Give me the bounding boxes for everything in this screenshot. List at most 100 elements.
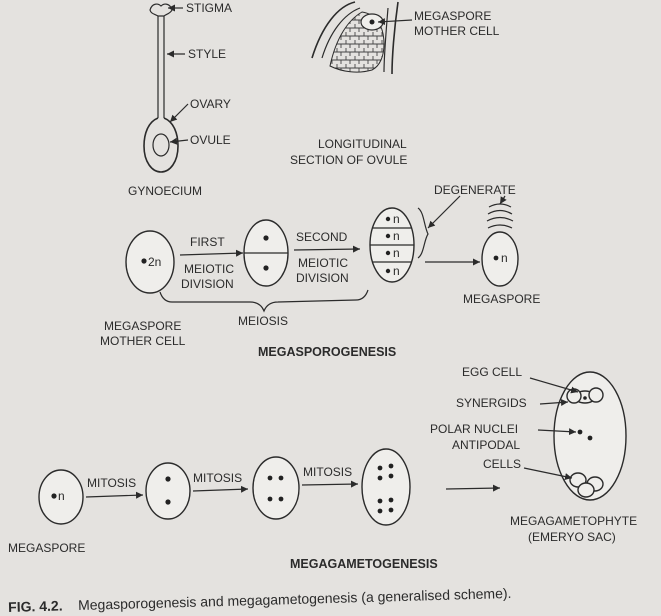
second-division-arrow — [294, 249, 360, 250]
functional-megaspore-label: MEGASPORE — [463, 292, 540, 306]
ovule-section-title-line1: LONGITUDINAL — [318, 137, 407, 151]
tetrad-nucleus-2 — [386, 234, 390, 238]
gynoecium-figure: STIGMA STYLE OVARY OVULE GYNOECIUM — [128, 1, 232, 198]
style-label: STYLE — [188, 47, 226, 61]
tetrad-n-2: n — [393, 229, 400, 243]
nucellus-right — [384, 8, 388, 72]
four-nucleate-dot-3 — [268, 497, 273, 502]
eight-nucleate-dot-8 — [389, 508, 394, 513]
tetrad-n-3: n — [393, 246, 400, 260]
functional-megaspore-nucleus — [494, 256, 499, 261]
second-label-line2: MEIOTIC — [298, 256, 348, 270]
ovary-label: OVARY — [190, 97, 231, 111]
megasporogenesis-heading: MEGASPOROGENESIS — [258, 345, 396, 359]
mmc-label-line1: MEGASPORE — [414, 9, 491, 23]
megagametophyte-label: MEGAGAMETOPHYTE — [510, 514, 637, 528]
first-label-line3: DIVISION — [181, 277, 234, 291]
caption-label: FIG. 4.2. — [8, 597, 63, 615]
ovule-section-title-line2: SECTION OF OVULE — [290, 153, 407, 167]
gameto-megaspore-nucleus — [51, 493, 56, 498]
tetrad-nucleus-4 — [386, 269, 390, 273]
gameto-megaspore-n: n — [58, 489, 65, 503]
eight-nucleate-dot-1 — [378, 466, 383, 471]
antipodal-label-line1: ANTIPODAL — [452, 438, 520, 452]
second-label-line1: SECOND — [296, 230, 348, 244]
outer-integument-right — [392, 2, 398, 74]
mmc-nucleus — [370, 20, 375, 25]
megagametogenesis-heading: MEGAGAMETOGENESIS — [290, 557, 438, 571]
degenerate-bracket — [418, 208, 428, 258]
figure-caption: FIG. 4.2. Megasporogenesis and megagamet… — [8, 585, 512, 615]
sporo-mmc-label-line2: MOTHER CELL — [100, 334, 186, 348]
mitosis-arrow-3 — [302, 484, 358, 485]
meiosis-brace — [160, 290, 368, 311]
functional-megaspore-n: n — [501, 251, 508, 265]
dyad-nucleus-top — [263, 235, 268, 240]
degenerate-label: DEGENERATE — [434, 183, 516, 197]
ovary-shape — [144, 118, 178, 172]
stigma-shape — [150, 4, 172, 16]
caption-text: Megasporogenesis and megagametogenesis (… — [78, 585, 512, 613]
four-nucleate-dot-4 — [279, 497, 284, 502]
tetrad-n-4: n — [393, 264, 400, 278]
synergid-2 — [589, 388, 603, 402]
first-label-line1: FIRST — [190, 235, 225, 249]
gynoecium-title: GYNOECIUM — [128, 184, 202, 198]
ovule-pointer — [170, 140, 188, 142]
stigma-label: STIGMA — [186, 1, 232, 15]
synergids-label: SYNERGIDS — [456, 396, 527, 410]
tetrad-n-1: n — [393, 212, 400, 226]
egg-cell-label: EGG CELL — [462, 365, 522, 379]
two-nucleate-cell — [146, 463, 190, 519]
eight-nucleate-dot-6 — [389, 498, 394, 503]
eight-nucleate-dot-4 — [389, 474, 394, 479]
polar-nucleus-2 — [588, 436, 593, 441]
antipodal-cell-3 — [578, 483, 594, 497]
dyad-nucleus-bottom — [263, 265, 268, 270]
ploidy-2n-label: 2n — [148, 255, 161, 269]
antipodal-label-line2: CELLS — [483, 457, 521, 471]
functional-megaspore — [482, 232, 518, 286]
four-nucleate-cell — [253, 457, 299, 519]
megagametogenesis-figure: n MEGASPORE MITOSIS MITOSIS MITOSIS — [8, 365, 637, 571]
meiosis-label: MEIOSIS — [238, 314, 288, 328]
second-label-line3: DIVISION — [296, 271, 349, 285]
megasporogenesis-figure: 2n FIRST MEIOTIC DIVISION SECOND MEIOTIC… — [100, 183, 540, 359]
mitosis-arrow-1 — [86, 495, 143, 497]
first-label-line2: MEIOTIC — [184, 262, 234, 276]
tetrad-nucleus-3 — [386, 251, 390, 255]
embryo-sac-label: (EMERYO SAC) — [528, 530, 616, 544]
ovule-section-figure: MEGASPORE MOTHER CELL LONGITUDINAL SECTI… — [290, 2, 500, 167]
eight-nucleate-dot-7 — [378, 509, 383, 514]
gameto-megaspore-label: MEGASPORE — [8, 541, 85, 555]
ovule-shape — [153, 134, 169, 156]
degenerate-pointer — [428, 196, 460, 228]
eight-nucleate-dot-3 — [378, 476, 383, 481]
four-nucleate-dot-1 — [268, 476, 273, 481]
two-nucleate-dot-1 — [165, 476, 170, 481]
sporo-mmc-label-line1: MEGASPORE — [104, 319, 181, 333]
two-nucleate-dot-2 — [165, 499, 170, 504]
to-embryo-sac-arrow — [446, 488, 500, 489]
eight-nucleate-dot-5 — [378, 499, 383, 504]
eight-nucleate-cell — [362, 449, 410, 525]
first-division-arrow — [180, 253, 243, 255]
eight-nucleate-dot-2 — [389, 464, 394, 469]
egg-nucleus — [583, 396, 587, 400]
polar-nuclei-label: POLAR NUCLEI — [430, 422, 518, 436]
degenerate-pointer-2 — [500, 196, 505, 204]
mmc-label-line2: MOTHER CELL — [414, 24, 500, 38]
polar-nucleus-1 — [578, 430, 583, 435]
degenerated-cells — [487, 204, 513, 228]
mitosis-label-3: MITOSIS — [303, 465, 352, 479]
mother-cell-nucleus — [141, 258, 146, 263]
four-nucleate-dot-2 — [279, 476, 284, 481]
mitosis-label-2: MITOSIS — [193, 471, 242, 485]
ovule-label: OVULE — [190, 133, 231, 147]
mitosis-arrow-2 — [193, 489, 248, 491]
ovary-pointer — [170, 104, 188, 122]
style-tube — [158, 16, 164, 118]
tetrad-nucleus-1 — [386, 217, 390, 221]
mitosis-label-1: MITOSIS — [87, 476, 136, 490]
